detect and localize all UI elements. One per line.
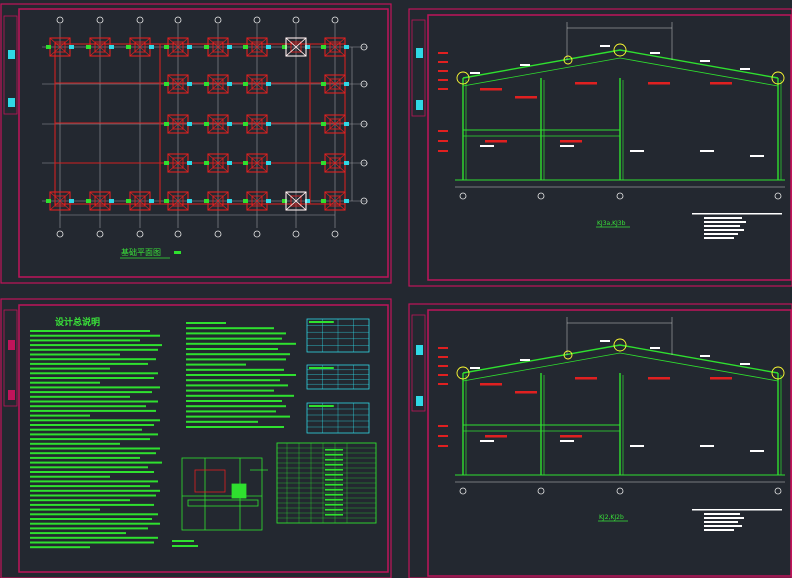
sheet-outer-border [408,303,792,578]
title-block-strip [411,19,426,117]
title-block-mark [8,98,15,107]
notes-block [692,213,782,239]
material-table [276,442,377,524]
caption-scale-mark [174,251,181,254]
detail-sketch [181,457,268,531]
title-block-mark [416,100,423,110]
notes-text-column-mid [186,322,296,428]
title-block-strip [411,314,426,412]
title-block-mark [416,48,423,58]
sheet-outer-border [0,298,392,578]
title-block-mark [416,345,423,355]
title-block-mark [8,340,15,350]
design-notes-title: 设计总说明 [55,316,100,328]
sheet-inner-border [18,304,389,573]
plan-axis-bubbles [56,16,368,238]
notes-block [692,509,782,531]
title-block-strip [3,15,18,115]
foundation-plan-caption: 基础平面图 [121,247,161,257]
title-block-mark [8,50,15,59]
frame-bottom-caption: KJ2,KJ2b [599,514,624,521]
sheet-inner-border [427,309,792,577]
foundation-footings [46,37,349,211]
notes-text-column-left [30,330,162,549]
title-block-mark [8,390,15,400]
sheet-outer-border [408,8,792,287]
schedule-tables [306,318,370,434]
sheet-inner-border [427,14,792,281]
sheet-outer-border [0,3,392,284]
portal-frame-drawing [438,317,785,495]
portal-frame-drawing [438,22,785,200]
sheet-design-notes[interactable]: 设计总说明 [0,298,392,578]
title-block-mark [416,396,423,406]
frame-top-caption: KJ3a,KJ3b [597,220,626,227]
title-block-strip [3,309,18,407]
sheet-foundation-plan[interactable]: 基础平面图 [0,3,392,284]
sheet-frame-elevation-top[interactable]: KJ3a,KJ3b [408,8,792,287]
sheet-frame-elevation-bottom[interactable]: KJ2,KJ2b [408,303,792,578]
sheet-inner-border [18,8,389,278]
detail-note-bars [172,540,198,547]
